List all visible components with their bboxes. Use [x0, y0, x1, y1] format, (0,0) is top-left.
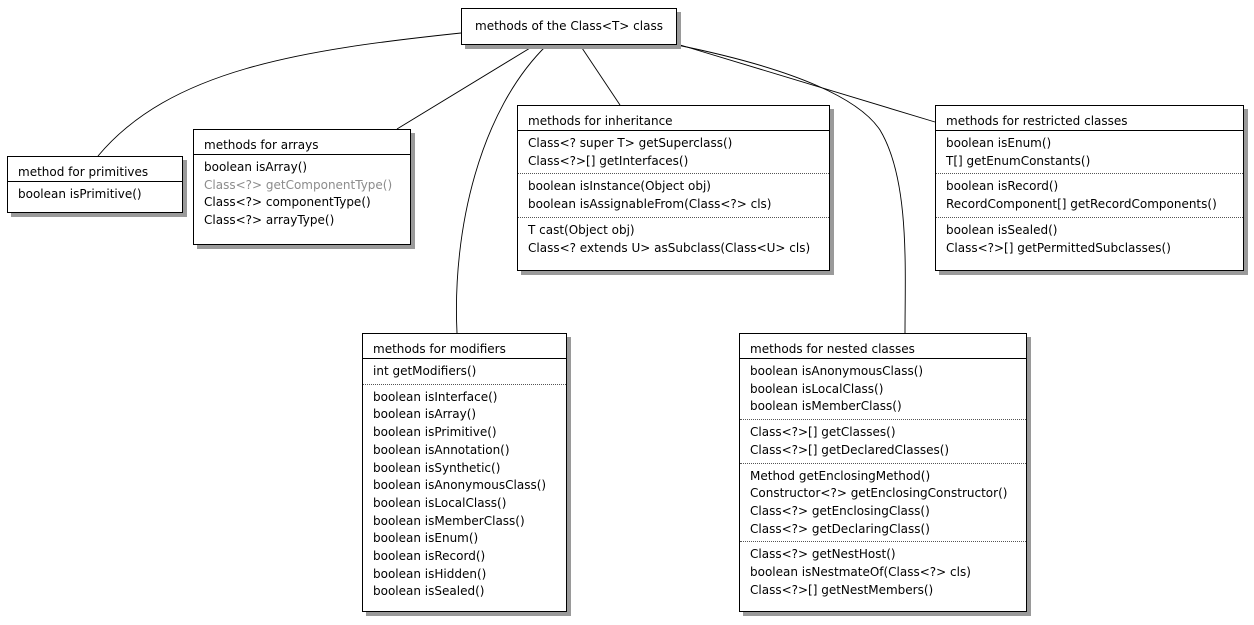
method-group: boolean isInterface() boolean isArray() … [363, 383, 566, 604]
edge-primitives [97, 32, 462, 157]
method-group: boolean isInstance(Object obj) boolean i… [518, 173, 829, 216]
inheritance-title: methods for inheritance [518, 106, 829, 131]
method-item: boolean isArray() [373, 407, 477, 422]
method-item: boolean isEnum() [946, 136, 1052, 150]
method-item: boolean isEnum() [373, 531, 479, 546]
method-item: boolean isPrimitive() [373, 425, 497, 440]
method-item: boolean isSealed() [946, 222, 1058, 237]
method-item: Class<?> getEnclosingClass() [750, 503, 930, 518]
method-item: boolean isLocalClass() [373, 495, 507, 510]
method-item: T[] getEnumConstants() [946, 153, 1091, 168]
modifiers-node: methods for modifiers int getModifiers()… [362, 333, 567, 612]
method-group: Method getEnclosingMethod() Constructor<… [740, 462, 1026, 542]
method-item: Class<?> arrayType() [204, 213, 335, 228]
method-item: boolean isSealed() [373, 584, 485, 599]
method-item: int getModifiers() [373, 364, 477, 378]
method-group: boolean isAnonymousClass() boolean isLoc… [740, 359, 1026, 419]
method-item: boolean isAnonymousClass() [373, 478, 547, 493]
primitives-title: method for primitives [8, 157, 182, 182]
method-item: Class<?>[] getDeclaredClasses() [750, 442, 950, 457]
method-item: boolean isNestmateOf(Class<?> cls) [750, 565, 971, 580]
edge-nested [676, 44, 906, 334]
method-item: Class<?>[] getNestMembers() [750, 582, 934, 597]
method-group: boolean isRecord() RecordComponent[] get… [936, 173, 1243, 216]
method-item: Class<?>[] getClasses() [750, 425, 896, 440]
method-item: Class<?> getDeclaringClass() [750, 521, 930, 536]
method-item: boolean isInterface() [373, 389, 498, 404]
method-group: boolean isPrimitive() [8, 182, 182, 207]
method-item: Class<?>[] getInterfaces() [528, 153, 689, 168]
method-item: Class<?> getNestHost() [750, 547, 896, 562]
edge-restricted [676, 43, 936, 123]
root-title: methods of the Class<T> class [475, 19, 663, 33]
method-item-deprecated: Class<?> getComponentType() [204, 177, 393, 192]
method-item: boolean isMemberClass() [373, 513, 525, 528]
method-item: RecordComponent[] getRecordComponents() [946, 197, 1217, 212]
method-item: boolean isArray() [204, 160, 308, 174]
method-group: boolean isSealed() Class<?>[] getPermitt… [936, 216, 1243, 260]
method-item: T cast(Object obj) [528, 222, 635, 237]
method-item: boolean isRecord() [946, 179, 1059, 194]
method-item: boolean isMemberClass() [750, 399, 902, 414]
inheritance-node: methods for inheritance Class<? super T>… [517, 105, 830, 271]
restricted-node: methods for restricted classes boolean i… [935, 105, 1244, 271]
method-item: boolean isAnnotation() [373, 442, 510, 457]
method-group: int getModifiers() [363, 359, 566, 384]
method-item: Class<?> componentType() [204, 195, 371, 210]
method-item: boolean isAnonymousClass() [750, 364, 924, 378]
method-item: Method getEnclosingMethod() [750, 468, 931, 483]
edge-modifiers [456, 44, 548, 334]
method-item: Class<?>[] getPermittedSubclasses() [946, 240, 1171, 255]
method-item: Constructor<?> getEnclosingConstructor() [750, 486, 1008, 501]
method-item: boolean isRecord() [373, 549, 486, 564]
method-group: Class<?> getNestHost() boolean isNestmat… [740, 541, 1026, 602]
edge-inheritance [579, 44, 621, 106]
method-group: T cast(Object obj) Class<? extends U> as… [518, 216, 829, 260]
modifiers-title: methods for modifiers [363, 334, 566, 359]
method-item: boolean isLocalClass() [750, 381, 884, 396]
restricted-title: methods for restricted classes [936, 106, 1243, 131]
method-item: Class<? extends U> asSubclass(Class<U> c… [528, 240, 811, 255]
method-group: boolean isEnum() T[] getEnumConstants() [936, 131, 1243, 173]
method-group: Class<? super T> getSuperclass() Class<?… [518, 131, 829, 173]
nested-node: methods for nested classes boolean isAno… [739, 333, 1027, 612]
method-item: boolean isHidden() [373, 566, 487, 581]
primitives-node: method for primitives boolean isPrimitiv… [7, 156, 183, 213]
method-group: boolean isArray() Class<?> getComponentT… [194, 155, 410, 233]
arrays-node: methods for arrays boolean isArray() Cla… [193, 129, 411, 245]
edge-arrays [396, 44, 536, 130]
method-item: boolean isPrimitive() [18, 187, 142, 201]
method-group: Class<?>[] getClasses() Class<?>[] getDe… [740, 419, 1026, 462]
method-item: boolean isInstance(Object obj) [528, 179, 711, 194]
method-item: boolean isAssignableFrom(Class<?> cls) [528, 197, 772, 212]
method-item: boolean isSynthetic() [373, 460, 501, 475]
root-node: methods of the Class<T> class [461, 8, 677, 45]
method-item: Class<? super T> getSuperclass() [528, 136, 733, 150]
nested-title: methods for nested classes [740, 334, 1026, 359]
arrays-title: methods for arrays [194, 130, 410, 155]
